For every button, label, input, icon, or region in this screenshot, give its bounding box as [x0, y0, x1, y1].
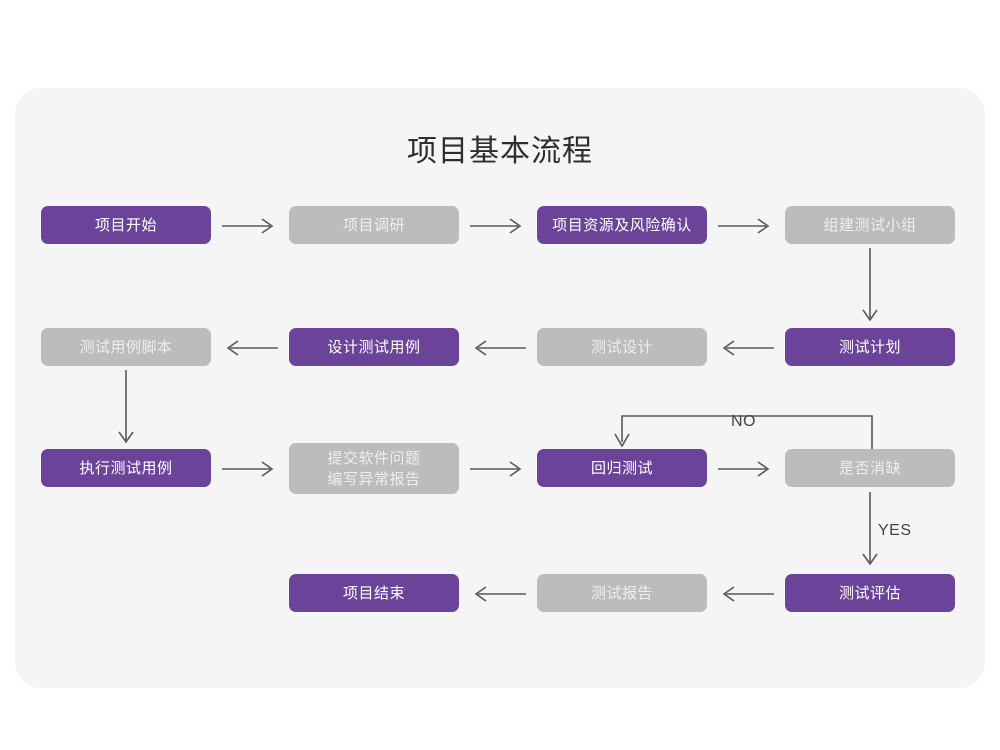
- node-test-case-script[interactable]: 测试用例脚本: [41, 328, 211, 366]
- node-resource-risk-confirm[interactable]: 项目资源及风险确认: [537, 206, 707, 244]
- node-execute-test-cases[interactable]: 执行测试用例: [41, 449, 211, 487]
- edge-label-yes: YES: [878, 522, 912, 539]
- arrow-n10-to-n11: [470, 459, 526, 479]
- edge-label-no: NO: [731, 413, 756, 430]
- node-defect-resolved[interactable]: 是否消缺: [785, 449, 955, 487]
- node-project-end[interactable]: 项目结束: [289, 574, 459, 612]
- arrow-n9-to-n10: [222, 459, 278, 479]
- loop-no-n12-to-n11: [614, 412, 880, 452]
- node-test-plan[interactable]: 测试计划: [785, 328, 955, 366]
- node-regression-test[interactable]: 回归测试: [537, 449, 707, 487]
- arrow-yes-n12-to-n15: [860, 492, 880, 570]
- node-submit-defect-report[interactable]: 提交软件问题 编写异常报告: [289, 443, 459, 494]
- node-test-report[interactable]: 测试报告: [537, 574, 707, 612]
- arrow-n1-to-n2: [222, 216, 278, 236]
- arrow-n5-to-n9: [116, 370, 136, 448]
- arrow-n6-to-n5: [222, 338, 278, 358]
- node-design-test-cases[interactable]: 设计测试用例: [289, 328, 459, 366]
- page-title: 项目基本流程: [407, 135, 593, 168]
- arrow-n8-to-n7: [718, 338, 774, 358]
- arrow-n7-to-n6: [470, 338, 526, 358]
- arrow-n2-to-n3: [470, 216, 526, 236]
- node-test-evaluation[interactable]: 测试评估: [785, 574, 955, 612]
- arrow-n14-to-n13: [470, 584, 526, 604]
- node-test-design[interactable]: 测试设计: [537, 328, 707, 366]
- node-project-research[interactable]: 项目调研: [289, 206, 459, 244]
- node-project-start[interactable]: 项目开始: [41, 206, 211, 244]
- arrow-n3-to-n4: [718, 216, 774, 236]
- arrow-n15-to-n14: [718, 584, 774, 604]
- node-form-test-team[interactable]: 组建测试小组: [785, 206, 955, 244]
- arrow-n11-to-n12: [718, 459, 774, 479]
- arrow-n4-to-n8: [860, 248, 880, 326]
